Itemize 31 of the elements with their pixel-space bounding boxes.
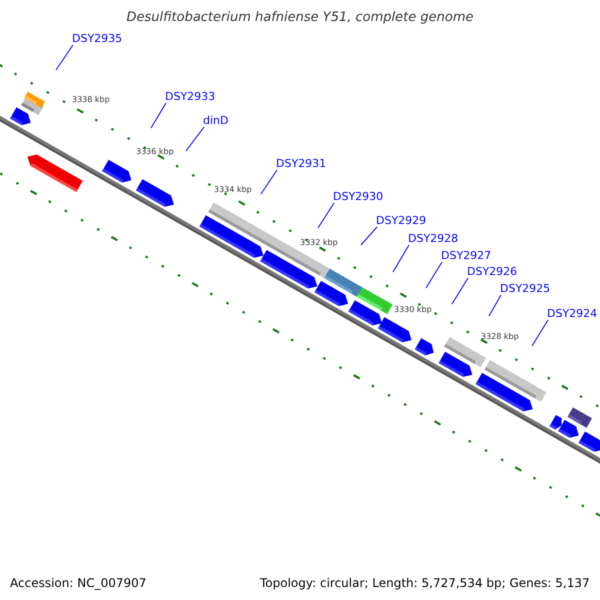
gene-name-label: DSY2926 — [467, 266, 518, 278]
leader-line — [318, 202, 334, 228]
leader-line — [532, 320, 548, 346]
gene-name-label: DSY2930 — [333, 191, 384, 203]
gene-name-label: dinD — [203, 115, 228, 127]
leader-line — [150, 102, 166, 128]
position-label: 3328 kbp — [481, 332, 519, 342]
leader-line — [360, 226, 378, 246]
genome-summary-text: Topology: circular; Length: 5,727,534 bp; Genes: 5,137 — [260, 576, 590, 590]
accession-text: Accession: NC_007907 — [10, 576, 146, 590]
leader-line — [260, 170, 278, 194]
gene-name-label: DSY2935 — [72, 33, 122, 45]
gene-name-label: DSY2925 — [500, 283, 550, 295]
gene-name-label: DSY2927 — [441, 250, 492, 262]
gene-name-label: DSY2931 — [276, 158, 326, 170]
leader-line — [488, 294, 502, 316]
leader-line — [186, 126, 204, 152]
leader-line — [392, 244, 410, 272]
leader-line — [56, 44, 74, 70]
position-label: 3336 kbp — [136, 147, 174, 157]
position-label: 3332 kbp — [300, 238, 338, 248]
position-label: 3330 kbp — [394, 305, 432, 315]
leader-line — [452, 278, 468, 304]
gene-name-label: DSY2924 — [547, 308, 598, 320]
position-label: 3334 kbp — [214, 185, 252, 195]
map-title: Desulfitobacterium hafniense Y51, complete genome — [125, 10, 474, 25]
gene-name-label: DSY2928 — [408, 233, 458, 245]
gene-name-label: DSY2929 — [376, 215, 426, 227]
gene-name-label: DSY2933 — [165, 91, 216, 103]
leader-line — [426, 262, 442, 288]
position-label: 3338 kbp — [72, 95, 110, 105]
